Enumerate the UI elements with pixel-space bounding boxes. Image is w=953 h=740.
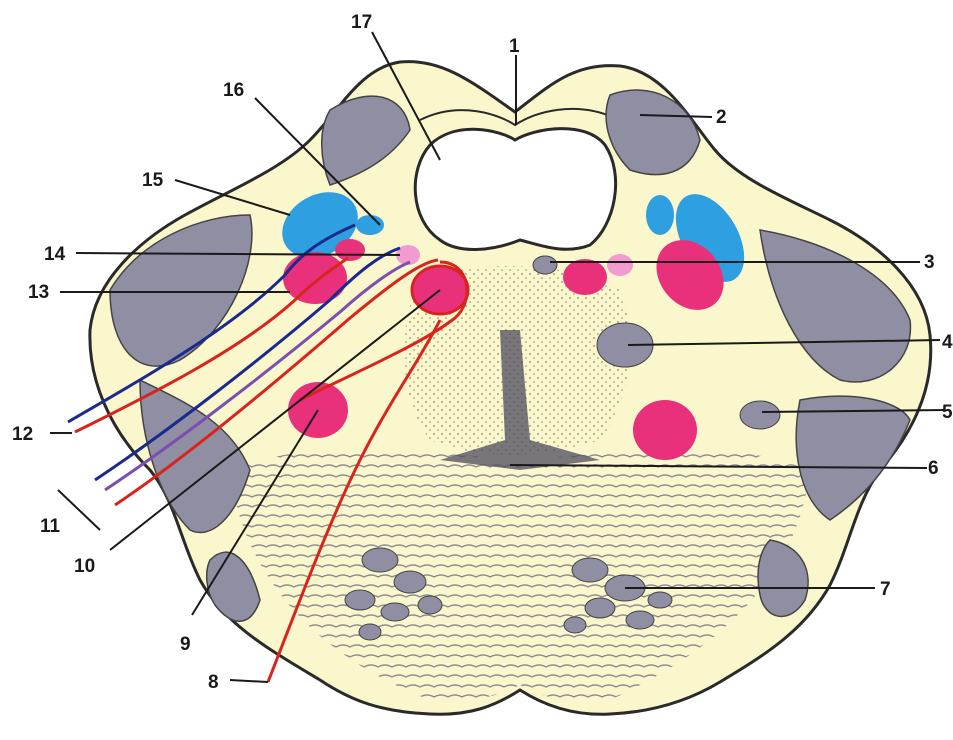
nucleus-pink-left-13 [283, 252, 347, 304]
label-4: 4 [942, 332, 953, 353]
label-13: 13 [28, 282, 49, 303]
label-3: 3 [924, 252, 935, 273]
label-12: 12 [12, 424, 33, 445]
nucleus-pink-right-lower [633, 400, 697, 460]
nucleus-light-pink-right [607, 254, 633, 276]
nucleus-3-grey [533, 256, 557, 274]
nucleus-pink-left-13b [335, 239, 365, 261]
label-6: 6 [928, 458, 939, 479]
fourth-ventricle [415, 129, 615, 250]
label-11: 11 [40, 516, 61, 537]
nucleus-blue-right-small [646, 195, 674, 235]
nucleus-pink-right-small [563, 259, 607, 295]
label-5: 5 [942, 402, 953, 423]
label-1: 1 [509, 36, 520, 57]
label-10: 10 [74, 556, 95, 577]
label-16: 16 [223, 80, 244, 101]
label-2: 2 [716, 107, 727, 128]
label-17: 17 [351, 12, 372, 33]
label-14: 14 [44, 244, 66, 265]
label-9: 9 [180, 634, 191, 655]
label-8: 8 [208, 672, 219, 693]
label-7: 7 [880, 579, 891, 600]
nucleus-5 [740, 401, 780, 429]
grey-matter-right-lower [796, 396, 910, 520]
label-15: 15 [142, 170, 164, 191]
